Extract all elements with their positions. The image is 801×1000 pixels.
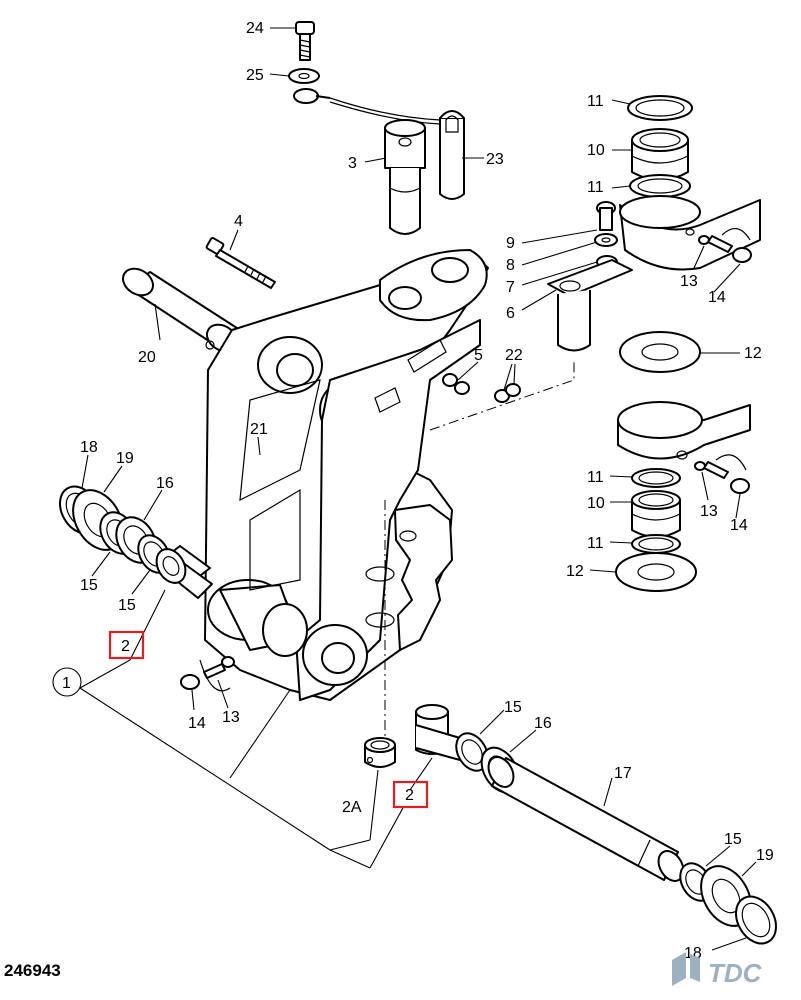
pivot-pin-17 (487, 756, 685, 882)
callout-7: 7 (506, 279, 515, 296)
callout-15-b: 15 (118, 597, 136, 614)
retaining-cable (293, 88, 441, 125)
tdc-logo: TDC (672, 952, 763, 988)
grease-fitting-13-14-left (180, 656, 235, 692)
callout-2-left: 2 (121, 638, 130, 655)
callout-19-a: 19 (116, 450, 134, 467)
callout-24: 24 (246, 20, 264, 37)
callout-1-circle (52, 667, 82, 697)
circlip-18-lower (735, 895, 777, 945)
pivot-pin-20 (122, 267, 241, 353)
main-frame-1 (204, 249, 489, 701)
callout-14-c: 14 (188, 715, 206, 732)
callout-5: 5 (474, 347, 483, 364)
washer-8 (594, 233, 618, 247)
logo-mark-icon (672, 952, 700, 986)
grease-fitting-13-14-bottom (694, 454, 750, 494)
callout-2-lower: 2 (405, 787, 414, 804)
lock-pin-3 (384, 119, 426, 235)
callout-16-a: 16 (156, 475, 174, 492)
seal-ring-11-low-b (631, 534, 681, 554)
callout-22: 22 (505, 347, 523, 364)
callout-11-d: 11 (587, 535, 604, 552)
highlight-callout-2-lower: 2 (392, 780, 429, 809)
highlight-box (392, 780, 429, 809)
callout-13-b: 13 (700, 503, 718, 520)
callout-12-a: 12 (744, 345, 762, 362)
bolt-9 (596, 201, 616, 231)
callout-20: 20 (138, 349, 156, 366)
callout-15-d: 15 (724, 831, 742, 848)
bush-2-lower (415, 704, 461, 761)
callout-25: 25 (246, 67, 264, 84)
brand-text: TDC (708, 958, 763, 988)
callout-23: 23 (486, 151, 504, 168)
callout-10-b: 10 (587, 495, 605, 512)
callout-2A: 2A (342, 799, 362, 816)
callout-labels: 24 25 3 23 4 20 21 11 10 11 9 8 7 6 13 1… (62, 20, 774, 962)
upper-housing (619, 195, 761, 271)
thrust-washer-12-bottom (615, 552, 697, 592)
callout-12-b: 12 (566, 563, 584, 580)
grease-fitting-13-14-top (698, 228, 752, 263)
bolt-24 (295, 21, 315, 61)
bushing-10-top (631, 128, 689, 181)
callout-13-a: 13 (680, 273, 698, 290)
washer-25 (288, 68, 320, 84)
callout-15-c: 15 (504, 699, 522, 716)
callout-1: 1 (62, 675, 71, 692)
assembly-tree-lines (79, 589, 433, 869)
callout-11-c: 11 (587, 469, 604, 486)
nut-5 (442, 373, 470, 395)
callout-15-a: 15 (80, 577, 98, 594)
callout-18-a: 18 (80, 439, 98, 456)
seal-ring-11-top (627, 95, 693, 121)
callout-14-b: 14 (730, 517, 748, 534)
callout-9: 9 (506, 235, 515, 252)
lower-housing (617, 401, 751, 460)
bolt-4 (205, 237, 276, 289)
drawing-number: 246943 (4, 961, 61, 980)
highlight-callout-2-left: 2 (108, 630, 145, 660)
callout-6: 6 (506, 305, 515, 322)
bush-2-left (155, 545, 213, 599)
callout-13-c: 13 (222, 709, 240, 726)
callout-leaders (81, 27, 757, 951)
highlight-box (108, 630, 145, 660)
seal-ring-11-low-a (631, 468, 681, 488)
callout-21: 21 (250, 421, 268, 438)
callout-11-a: 11 (587, 93, 604, 110)
callout-10-a: 10 (587, 142, 605, 159)
nut-22 (494, 383, 521, 403)
callout-11-b: 11 (587, 179, 604, 196)
seal-ring-11-mid (629, 174, 691, 198)
bush-2A (364, 737, 396, 768)
lock-pin-23 (439, 110, 465, 200)
callout-14-a: 14 (708, 289, 726, 306)
thrust-washer-12-top (619, 331, 701, 373)
callout-3: 3 (348, 155, 357, 172)
callout-19-b: 19 (756, 847, 774, 864)
pin-bracket-6 (547, 259, 633, 352)
callout-8: 8 (506, 257, 515, 274)
bushing-10-bottom (631, 490, 681, 538)
callout-17: 17 (614, 765, 632, 782)
callout-16-b: 16 (534, 715, 552, 732)
callout-4: 4 (234, 213, 243, 230)
